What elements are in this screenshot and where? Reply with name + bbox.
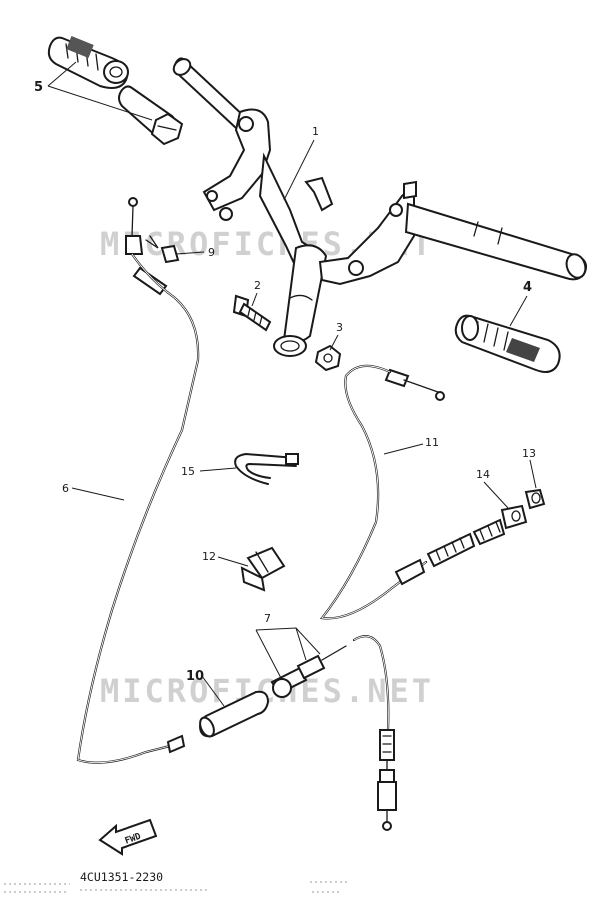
callout-9: 9 [208,246,215,259]
handlebar-part-1 [172,57,587,357]
callout-6: 6 [62,482,69,495]
callout-11: 11 [425,436,439,449]
callout-2: 2 [254,279,261,292]
bracket-part-9 [145,235,180,264]
cable-part-11 [319,364,506,620]
cable-part-6 [76,197,200,764]
callout-1: 1 [312,125,319,138]
scan-noise [4,881,350,893]
nut-part-3 [314,344,342,372]
sleeve-part-10 [198,690,270,738]
callout-7: 7 [264,612,271,625]
callout-13: 13 [522,447,536,460]
grip-part-4 [454,314,561,373]
clamp-part-15 [234,453,299,485]
callout-10: 10 [186,669,204,684]
grip-part-5 [47,36,184,146]
callout-14: 14 [476,468,490,481]
callout-3: 3 [336,321,343,334]
callouts: 5 1 9 2 3 4 11 13 14 15 6 12 7 [34,61,537,707]
adjuster-part-14 [500,504,528,530]
callout-5: 5 [34,80,43,95]
forward-direction-icon: FWD [98,818,158,856]
bolt-part-2 [232,294,272,332]
clip-part-12 [240,546,286,592]
cap-part-13 [524,488,546,510]
part-code: 4CU1351-2230 [80,870,163,884]
fitting-part-7 [270,645,347,698]
callout-12: 12 [202,550,216,563]
callout-15: 15 [181,465,195,478]
cable-lower [352,635,397,831]
callout-4: 4 [523,280,532,295]
